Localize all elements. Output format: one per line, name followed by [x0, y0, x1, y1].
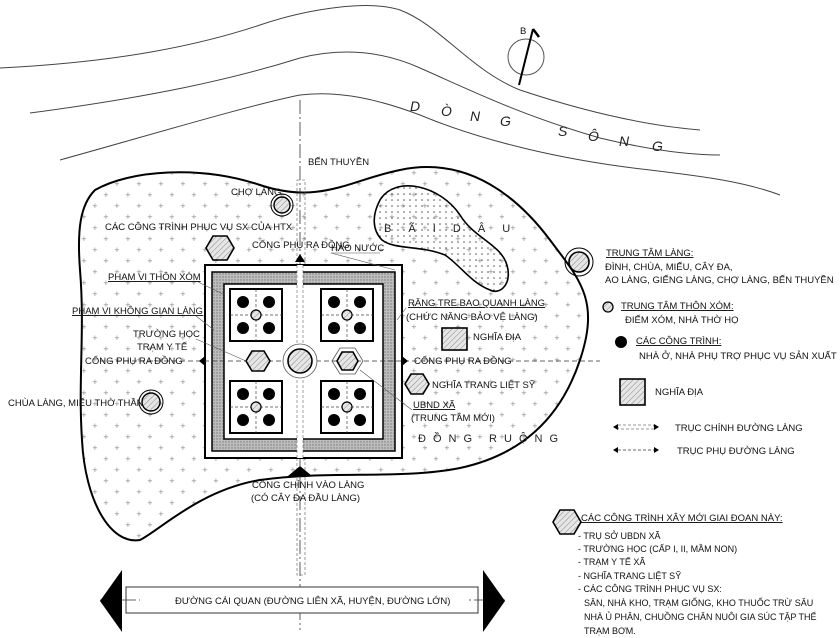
legend-secondary-axis-icon	[613, 447, 659, 453]
rice-fields-label: ĐỒNG RUỘNG	[418, 432, 565, 445]
new-works-item: - CÁC CÔNG TRÌNH PHỤC VỤ SX:	[578, 584, 722, 594]
gate-west-label: CỔNG PHỤ RA ĐỒNG	[85, 355, 183, 367]
legend-village-center-desc: ĐÌNH, CHÙA, MIẾU, CÂY ĐA,	[605, 262, 733, 273]
legend-cemetery-icon	[619, 378, 646, 406]
oil-field-area	[373, 185, 510, 292]
school-label: TRƯỜNG HỌC	[133, 329, 200, 340]
gate-north-label: CỔNG PHỤ RA ĐỒNG	[252, 239, 350, 251]
legend-buildings-title: CÁC CÔNG TRÌNH:	[636, 336, 721, 347]
clinic-label: TRẠM Y TẾ	[137, 342, 187, 353]
new-works-item: TRẠM BƠM.	[584, 626, 636, 636]
hamlet-nw	[229, 288, 283, 342]
legend-cemetery-label: NGHĨA ĐỊA	[655, 387, 704, 398]
market-symbol	[270, 193, 294, 217]
river-letter: S	[558, 123, 568, 139]
hamlet-ne	[320, 288, 374, 342]
gate-north-arrow	[295, 254, 305, 262]
main-gate-label: CỔNG CHÍNH VÀO LÀNG	[252, 479, 364, 491]
main-road-label: ĐƯỜNG CÁI QUAN (ĐƯỜNG LIÊN XÃ, HUYỆN, ĐƯ…	[175, 596, 450, 607]
river-letter: G	[652, 138, 663, 154]
new-works-item: - TRỤ SỞ UBDN XÃ	[578, 530, 661, 541]
new-works-legend: CÁC CÔNG TRÌNH XÂY MỚI GIAI ĐOẠN NÀY: - …	[552, 509, 817, 636]
main-road: ĐƯỜNG CÁI QUAN (ĐƯỜNG LIÊN XÃ, HUYỆN, ĐƯ…	[100, 570, 505, 632]
village-space-scope-label: PHẠM VI KHÔNG GIAN LÀNG	[72, 306, 203, 317]
martyrs-cemetery-hexagon	[404, 373, 430, 395]
gate-west-arrow	[199, 356, 205, 366]
new-works-hexagon-icon	[552, 509, 582, 535]
new-works-item: - NGHĨA TRANG LIỆT SỸ	[578, 571, 681, 581]
new-works-item: - TRẠM Y TẾ XÃ	[578, 557, 645, 567]
main-gate-note: (CÓ CÂY ĐA ĐẦU LÀNG)	[251, 493, 360, 504]
gate-east-label: CỔNG PHỤ RA ĐỒNG	[414, 355, 512, 367]
legend-main-axis-label: TRỤC CHÍNH ĐƯỜNG LÀNG	[675, 423, 803, 434]
new-works-item: SÂN, NHÀ KHO, TRẠM GIỐNG, KHO THUỐC TRỪ …	[584, 597, 813, 608]
main-gate-arrow	[288, 466, 312, 476]
river-letter: Ô	[588, 128, 599, 144]
moat-label: HÀO NƯỚC	[331, 243, 384, 254]
river-letter: G	[500, 113, 511, 129]
legend-buildings-desc: NHÀ Ở, NHÀ PHỤ TRỢ PHỤC VỤ SẢN XUẤT	[639, 350, 837, 362]
river-letter: N	[619, 133, 630, 149]
legend-village-center-icon	[564, 247, 594, 277]
temple-label: CHÙA LÀNG, MIẾU THỜ THẦN	[8, 398, 144, 409]
legend-secondary-axis-label: TRỤC PHỤ ĐƯỜNG LÀNG	[677, 446, 795, 457]
new-works-item: NHÀ Ủ PHÂN, CHUỒNG CHĂN NUÔI GIA SÚC TẬP…	[584, 611, 817, 622]
htx-label: CÁC CÔNG TRÌNH PHỤC VỤ SX CỦA HTX	[105, 221, 293, 233]
river-letter: Ò	[441, 103, 452, 119]
legend-hamlet-center-desc: ĐIẾM XÓM, NHÀ THỜ HỌ	[625, 315, 739, 326]
gate-east-arrow	[402, 356, 408, 366]
north-compass: B	[507, 26, 545, 86]
bamboo-hedge-label: RẶNG TRE BAO QUANH LÀNG	[408, 298, 545, 309]
bamboo-hedge-function-label: (CHỨC NĂNG BẢO VỆ LÀNG)	[406, 311, 538, 323]
cemetery-label: NGHĨA ĐỊA	[473, 332, 522, 343]
road-west-arrow	[100, 570, 122, 632]
river-label: D Ò N G S Ô N G	[410, 98, 663, 154]
commune-committee-note: (TRUNG TÂM MỚI)	[411, 413, 495, 424]
village-center-symbol	[282, 343, 318, 379]
cemetery-symbol	[441, 327, 468, 351]
legend-main-axis-icon	[613, 424, 659, 430]
temple-symbol	[138, 389, 164, 415]
commune-committee-label: UBND XÃ	[413, 400, 456, 411]
legend-village-center-title: TRUNG TÂM LÀNG:	[606, 248, 693, 259]
river-letter: N	[470, 108, 481, 124]
river	[0, 5, 781, 196]
commune-committee-hexagon	[331, 347, 364, 375]
legend-hamlet-center-title: TRUNG TÂM THÔN XÓM:	[621, 301, 734, 312]
new-works-title: CÁC CÔNG TRÌNH XÂY MỚI GIAI ĐOẠN NÀY:	[581, 513, 783, 524]
hamlet-se	[320, 380, 374, 434]
river-letter: D	[410, 98, 420, 114]
htx-hexagon	[205, 235, 235, 261]
oil-field-label: B Ã I D Â U	[384, 222, 517, 235]
legend-hamlet-center-icon	[602, 301, 614, 313]
legend: TRUNG TÂM LÀNG: ĐÌNH, CHÙA, MIẾU, CÂY ĐA…	[564, 247, 837, 457]
new-works-item: - TRƯỜNG HỌC (CẤP I, II, MẦM NON)	[578, 544, 737, 554]
north-label: B	[520, 26, 526, 37]
legend-village-center-desc: AO LÀNG, GIẾNG LÀNG, CHỢ LÀNG, BẾN THUYỀ…	[605, 275, 834, 286]
market-label: CHỢ LÀNG	[231, 187, 281, 198]
legend-buildings-icon	[615, 336, 627, 348]
martyrs-cemetery-label: NGHĨA TRANG LIỆT SỸ	[432, 380, 536, 391]
school-clinic-hexagon	[245, 350, 271, 372]
hamlet-scope-label: PHẠM VI THÔN XÓM	[108, 272, 201, 283]
road-east-arrow	[483, 570, 505, 632]
boat-dock-label: BẾN THUYỀN	[308, 157, 369, 168]
hamlet-sw	[229, 380, 283, 434]
